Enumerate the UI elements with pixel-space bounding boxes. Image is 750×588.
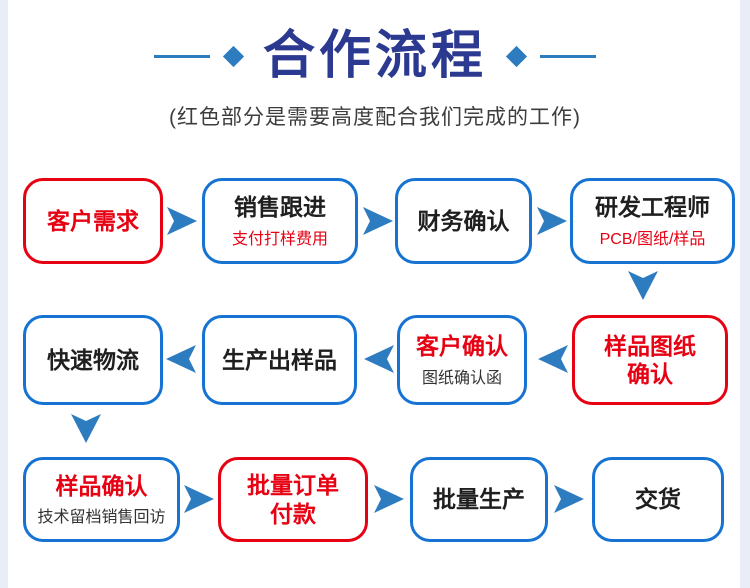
page-edge-strip-right [740, 0, 750, 588]
flow-box-customer-confirm: 客户确认 图纸确认函 [397, 315, 527, 405]
arrow-right-icon [184, 485, 214, 513]
box-subtitle: 支付打样费用 [231, 230, 328, 248]
box-title: 客户确认 [416, 333, 508, 360]
page-subtitle: (红色部分是需要高度配合我们完成的工作) [169, 106, 581, 129]
arrow-left-icon [538, 345, 568, 373]
diamond-icon [222, 45, 245, 67]
box-subtitle: PCB/图纸/样品 [599, 230, 706, 248]
box-title: 交货 [635, 486, 681, 513]
box-title: 客户需求 [47, 207, 139, 234]
box-title: 研发工程师 [595, 194, 710, 221]
title-decor-line-left [153, 54, 210, 58]
flow-box-bulk-order-payment: 批量订单 付款 [218, 457, 368, 542]
box-title-line2: 付款 [270, 500, 316, 527]
arrow-left-icon [364, 345, 394, 373]
flow-box-customer-demand: 客户需求 [23, 178, 163, 264]
box-title: 批量生产 [433, 486, 525, 513]
flow-box-fast-logistics: 快速物流 [23, 315, 163, 405]
box-title-line2: 确认 [627, 361, 673, 387]
page-edge-strip-left [0, 0, 8, 588]
box-title: 样品图纸 [604, 332, 696, 359]
flow-box-produce-sample: 生产出样品 [202, 315, 357, 405]
diamond-icon [505, 45, 528, 67]
flow-box-bulk-production: 批量生产 [410, 457, 548, 542]
box-subtitle: 技术留档销售回访 [37, 509, 166, 527]
arrow-right-icon [374, 485, 404, 513]
flow-box-rd-engineer: 研发工程师 PCB/图纸/样品 [570, 178, 735, 264]
arrow-right-icon [554, 485, 584, 513]
arrow-down-icon [628, 271, 658, 300]
arrow-down-icon [71, 414, 101, 443]
arrow-left-icon [166, 345, 196, 373]
flow-box-sales-follow-up: 销售跟进 支付打样费用 [202, 178, 358, 264]
header: 合作流程 [0, 22, 750, 90]
flow-box-finance-confirm: 财务确认 [395, 178, 532, 264]
box-title: 财务确认 [417, 207, 510, 234]
box-title: 快速物流 [47, 346, 139, 373]
arrow-right-icon [363, 207, 393, 235]
box-title: 批量订单 [247, 472, 339, 499]
flow-box-sample-confirm: 样品确认 技术留档销售回访 [23, 457, 180, 542]
title-decor-line-right [540, 54, 596, 58]
box-title: 销售跟进 [234, 194, 326, 221]
box-subtitle: 图纸确认函 [421, 369, 502, 387]
arrow-right-icon [537, 207, 567, 235]
arrow-right-icon [167, 207, 197, 235]
page-title: 合作流程 [262, 27, 487, 85]
flow-box-sample-drawing-confirm: 样品图纸 确认 [572, 315, 728, 405]
flow-box-delivery: 交货 [592, 457, 724, 542]
box-title: 生产出样品 [222, 346, 337, 373]
box-title: 样品确认 [55, 472, 148, 499]
